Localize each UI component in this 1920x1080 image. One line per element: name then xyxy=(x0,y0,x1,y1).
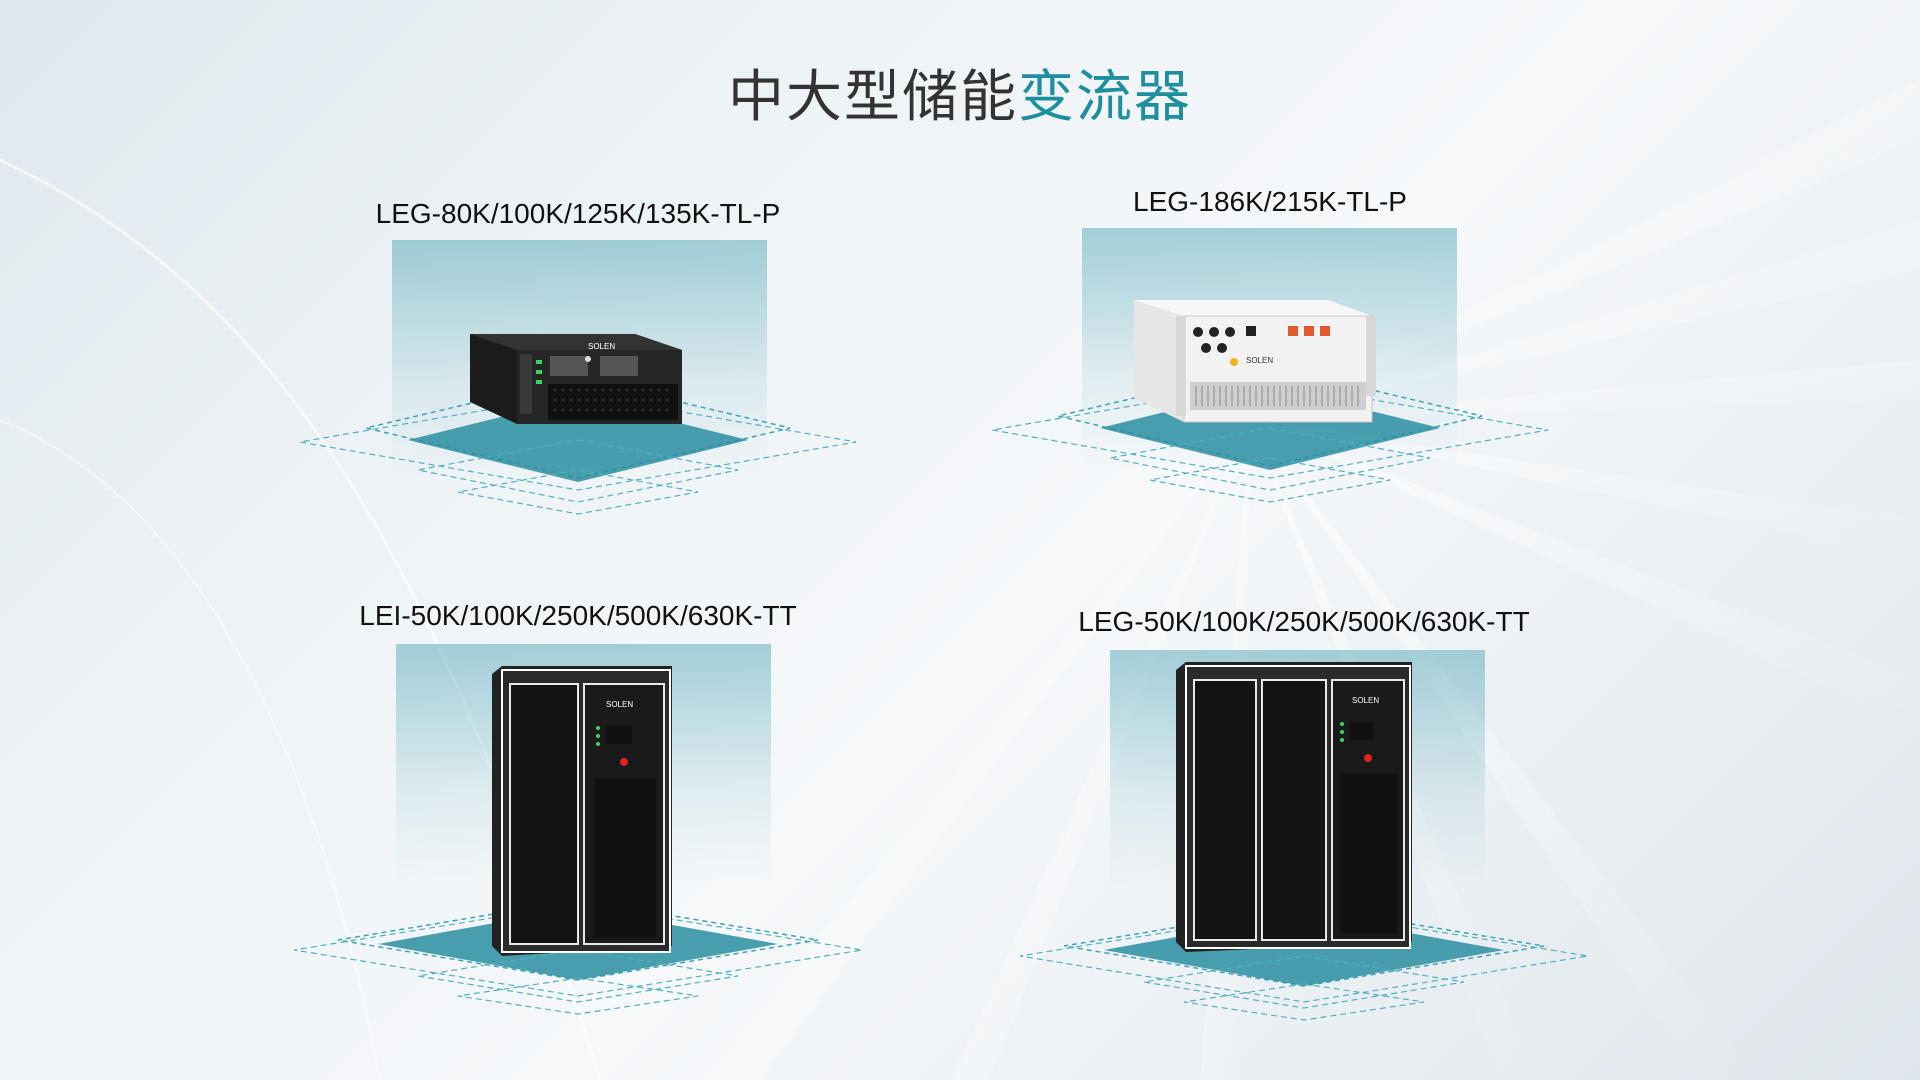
brand-logo: SOLEN xyxy=(1246,356,1274,365)
product-model-label: LEI-50K/100K/250K/500K/630K-TT xyxy=(359,600,797,631)
product-card-4: LEG-50K/100K/250K/500K/630K-TT SOLEN xyxy=(1004,606,1604,1026)
product-image-cabinet-3-door: SOLEN xyxy=(1172,662,1412,956)
brand-logo: SOLEN xyxy=(1352,696,1380,705)
product-model-label: LEG-50K/100K/250K/500K/630K-TT xyxy=(1078,606,1530,637)
product-card-2: LEG-186K/215K-TL-P xyxy=(970,178,1570,538)
title-prefix: 中大型储能 xyxy=(728,65,1018,130)
product-card-3: LEI-50K/100K/250K/500K/630K-TT SOLEN xyxy=(278,600,878,1020)
brand-logo: SOLEN xyxy=(606,700,634,709)
product-model-label: LEG-80K/100K/125K/135K-TL-P xyxy=(375,198,781,229)
page-title: 中大型储能变流器 xyxy=(0,52,1920,133)
product-model-label: LEG-186K/215K-TL-P xyxy=(1133,186,1407,217)
title-accent: 变流器 xyxy=(1018,65,1192,130)
product-image-rack-dark: SOLEN xyxy=(460,314,690,436)
product-card-1: LEG-80K/100K/125K/135K-TL-P xyxy=(278,190,878,550)
brand-logo: SOLEN xyxy=(588,342,616,351)
product-image-cabinet-2-door: SOLEN xyxy=(488,666,672,960)
product-image-rack-white: SOLEN xyxy=(1128,286,1378,430)
